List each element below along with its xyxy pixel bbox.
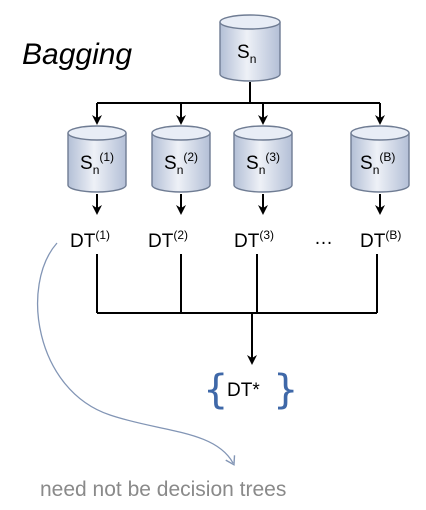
root-label-sub: n: [250, 52, 257, 66]
aggregation-connectors: [96, 254, 378, 365]
root-label-main: S: [237, 42, 250, 63]
sample-label-2: Sn(2): [164, 150, 198, 177]
tree-label-2: DT(2): [148, 228, 188, 252]
cylinder-body: [219, 22, 281, 82]
aggregate-open-brace: {: [203, 367, 228, 413]
sample-cylinder-b: Sn(B): [350, 125, 410, 193]
tree-label-3: DT(3): [234, 228, 274, 252]
sample-cylinder-1: Sn(1): [67, 125, 127, 193]
annotation-curve-arrow: [37, 242, 236, 466]
root-dataset-cylinder: Sn: [219, 14, 281, 82]
aggregate-label: DT*: [227, 380, 260, 401]
sample-label-1: Sn(1): [80, 150, 114, 177]
distribution-connectors: [92, 82, 385, 125]
aggregate-close-brace: }: [273, 367, 298, 413]
tree-label-1: DT(1): [70, 228, 110, 252]
sample-label-b: Sn(B): [360, 150, 395, 177]
sample-to-tree-arrows: [92, 194, 385, 215]
tree-label-b: DT(B): [360, 228, 401, 252]
diagram-title: Bagging: [22, 38, 132, 71]
ellipsis-label: …: [314, 228, 333, 249]
sample-cylinder-2: Sn(2): [151, 125, 211, 193]
cylinder-top: [219, 14, 281, 30]
sample-label-3: Sn(3): [246, 150, 280, 177]
root-label: Sn: [237, 42, 256, 66]
sample-cylinder-3: Sn(3): [233, 125, 293, 193]
annotation-note: need not be decision trees: [40, 478, 286, 501]
